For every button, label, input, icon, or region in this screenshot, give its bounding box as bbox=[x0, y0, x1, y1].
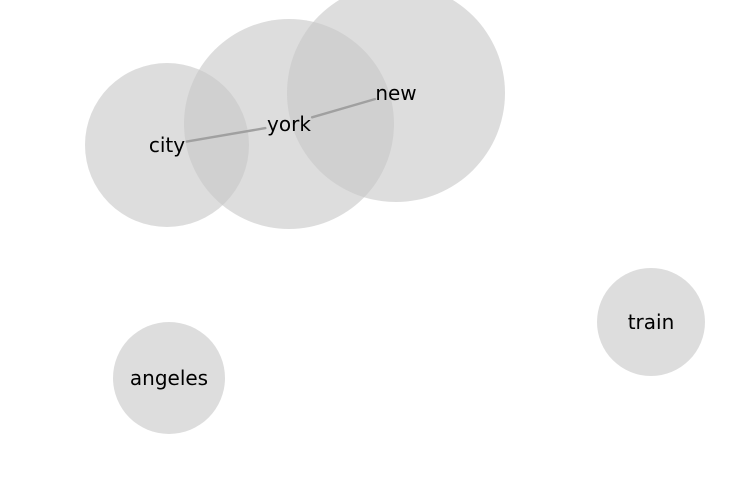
node-circle-new bbox=[287, 0, 505, 202]
node-labels-layer: new york city angeles train bbox=[130, 81, 674, 390]
edge-york-new bbox=[310, 97, 377, 119]
node-circle-angeles bbox=[113, 322, 225, 434]
node-circle-train bbox=[597, 268, 705, 376]
node-label-train: train bbox=[628, 310, 675, 334]
node-label-city: city bbox=[149, 133, 185, 157]
edges-layer bbox=[185, 97, 377, 143]
node-label-angeles: angeles bbox=[130, 366, 208, 390]
node-label-york: york bbox=[267, 112, 311, 136]
edge-city-york bbox=[185, 126, 267, 143]
node-circles-layer bbox=[85, 0, 705, 434]
node-label-new: new bbox=[375, 81, 416, 105]
